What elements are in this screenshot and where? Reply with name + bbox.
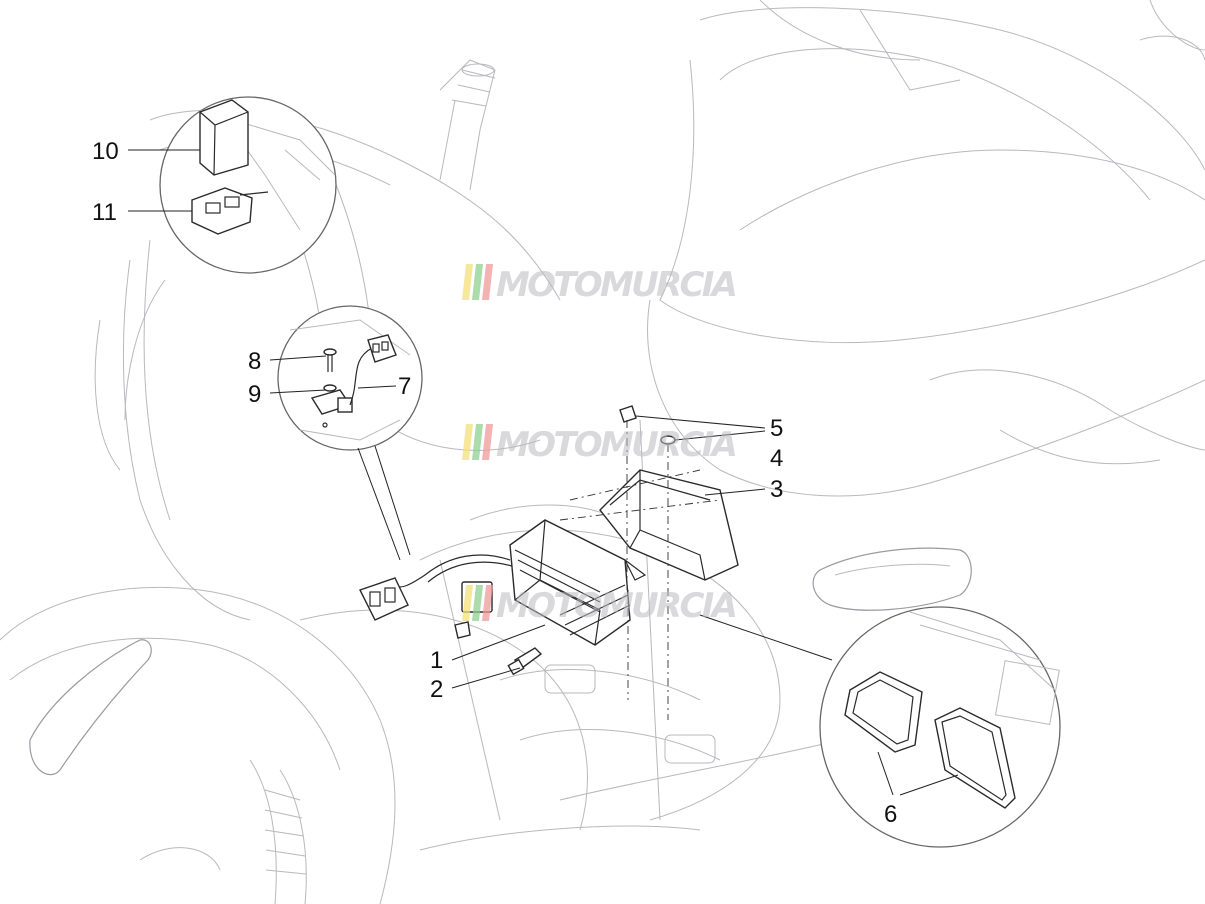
relay-detail-circle bbox=[159, 96, 337, 274]
sensor-detail-circle bbox=[277, 305, 423, 451]
callout-6: 6 bbox=[884, 801, 897, 828]
callout-leader-lines bbox=[128, 149, 766, 689]
callout-8: 8 bbox=[248, 348, 261, 375]
detail-leader-line bbox=[357, 445, 411, 561]
watermark-text: MOTOMURCIA bbox=[496, 265, 740, 305]
callout-5: 5 bbox=[770, 415, 783, 442]
watermark-stripe bbox=[482, 424, 493, 460]
callout-3: 3 bbox=[770, 476, 783, 503]
watermark: MOTOMURCIA bbox=[462, 264, 740, 305]
callout-4: 4 bbox=[770, 445, 783, 472]
watermark-stripe bbox=[472, 424, 483, 460]
callout-10: 10 bbox=[92, 138, 119, 165]
callout-11: 11 bbox=[92, 199, 117, 226]
gasket-detail-circle bbox=[819, 606, 1061, 848]
callout-9: 9 bbox=[248, 381, 261, 408]
watermark-stripe bbox=[472, 585, 483, 621]
watermark: MOTOMURCIA bbox=[462, 585, 740, 626]
watermark-stripe bbox=[462, 585, 473, 621]
watermark-stripe bbox=[482, 585, 493, 621]
watermark-stripe bbox=[482, 264, 493, 300]
callout-1: 1 bbox=[430, 647, 443, 674]
watermark-stripe bbox=[472, 264, 483, 300]
watermark-stripe bbox=[462, 424, 473, 460]
watermark: MOTOMURCIA bbox=[462, 424, 740, 465]
detail-leader-line bbox=[699, 614, 833, 661]
callout-2: 2 bbox=[430, 676, 443, 703]
watermark-stripe bbox=[462, 264, 473, 300]
callout-7: 7 bbox=[398, 373, 411, 400]
watermark-text: MOTOMURCIA bbox=[496, 425, 740, 465]
watermark-text: MOTOMURCIA bbox=[496, 586, 740, 626]
